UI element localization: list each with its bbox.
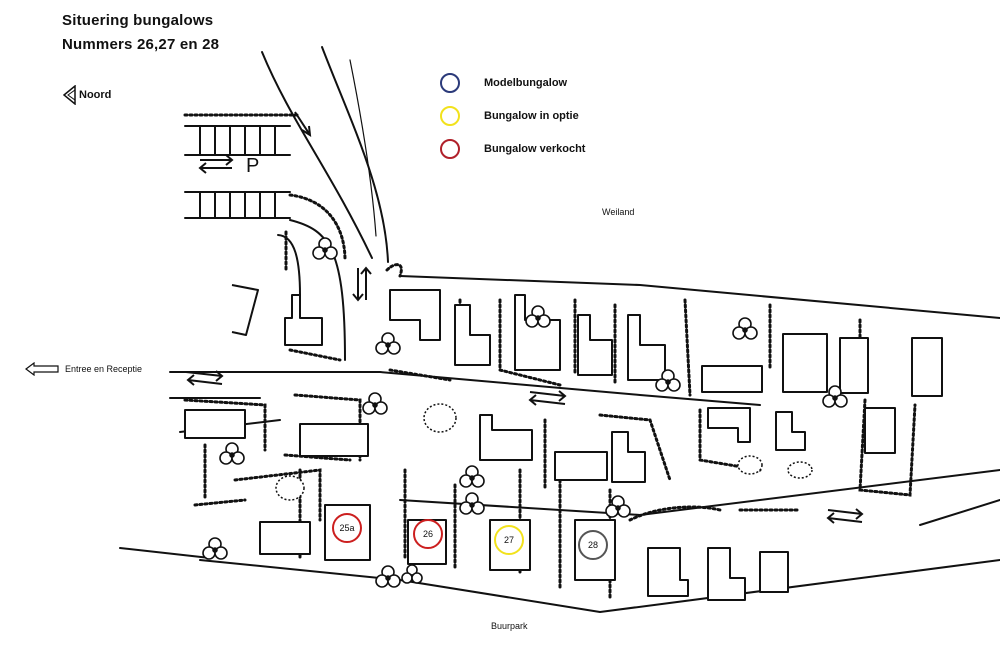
tree-icon bbox=[375, 332, 401, 355]
map-subtitle: Nummers 26,27 en 28 bbox=[62, 36, 220, 53]
legend-item-optie: Bungalow in optie bbox=[440, 99, 585, 132]
tree-icon bbox=[459, 492, 485, 515]
north-boundary bbox=[399, 275, 1000, 319]
tree-icon bbox=[401, 564, 423, 584]
compass: Noord bbox=[63, 85, 111, 105]
compass-label: Noord bbox=[79, 89, 112, 101]
legend-label: Modelbungalow bbox=[484, 76, 568, 89]
tree-icon bbox=[732, 317, 758, 340]
plot-28-marker[interactable]: 28 bbox=[578, 530, 608, 560]
access-road-left-edge bbox=[261, 51, 373, 259]
legend-optie-circle-icon bbox=[440, 105, 460, 126]
plot-number: 25a bbox=[339, 523, 355, 533]
legend-item-model: Modelbungalow bbox=[440, 66, 585, 99]
tree-icon bbox=[362, 392, 388, 415]
legend-label: Bungalow verkocht bbox=[484, 142, 586, 155]
access-road-right-edge bbox=[321, 46, 389, 263]
tree-icon bbox=[605, 495, 631, 518]
tree-icon bbox=[655, 369, 681, 392]
south-boundary bbox=[199, 559, 1000, 613]
legend-label: Bungalow in optie bbox=[484, 109, 579, 122]
meadow-label: Weiland bbox=[602, 207, 635, 217]
tree-icon bbox=[822, 385, 848, 408]
plot-number: 26 bbox=[422, 529, 433, 539]
tree-icon bbox=[312, 237, 338, 260]
tree-icon bbox=[525, 305, 551, 328]
parking-label: P bbox=[246, 155, 260, 177]
plot-26-marker[interactable]: 26 bbox=[413, 519, 443, 549]
entrance-label: Entree en Receptie bbox=[65, 364, 143, 374]
arrow-left-icon bbox=[25, 362, 59, 376]
plot-number: 27 bbox=[503, 535, 514, 545]
plot-number: 28 bbox=[587, 540, 598, 550]
tree-icon bbox=[202, 537, 228, 560]
tree-icon bbox=[375, 565, 401, 588]
legend: Modelbungalow Bungalow in optie Bungalow… bbox=[440, 66, 585, 165]
north-arrow-icon bbox=[63, 85, 76, 105]
tree-icon bbox=[459, 465, 485, 488]
legend-item-verkocht: Bungalow verkocht bbox=[440, 132, 585, 165]
plot-27-marker[interactable]: 27 bbox=[494, 525, 524, 555]
plot-25a-marker[interactable]: 25a bbox=[332, 513, 362, 543]
legend-model-circle-icon bbox=[440, 72, 460, 93]
tree-icon bbox=[219, 442, 245, 465]
map-title: Situering bungalows bbox=[62, 12, 214, 29]
neighbour-park-label: Buurpark bbox=[491, 621, 528, 631]
entrance-direction: Entree en Receptie bbox=[25, 362, 142, 376]
legend-verkocht-circle-icon bbox=[440, 138, 460, 159]
